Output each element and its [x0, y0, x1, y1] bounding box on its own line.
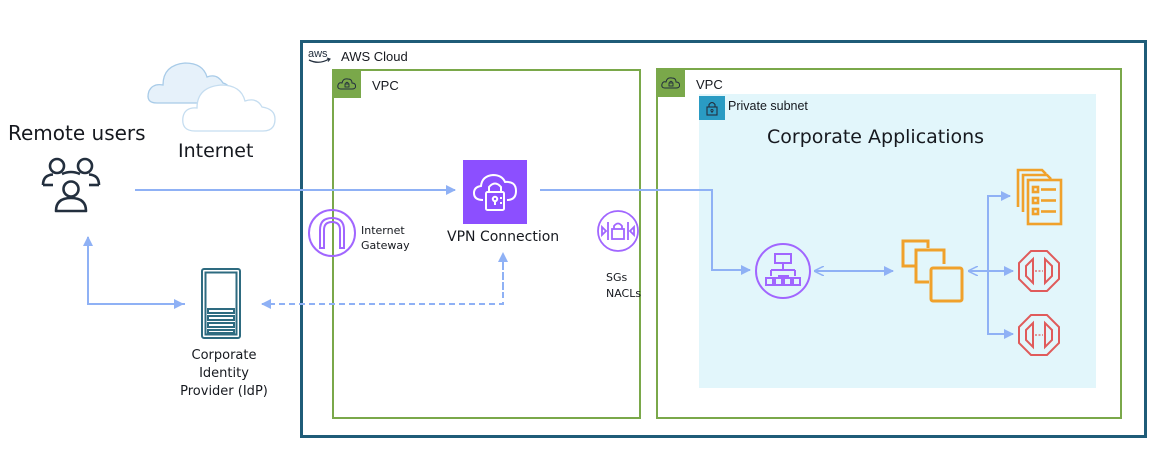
internet-gateway-label-line: Gateway — [361, 239, 410, 252]
arrow-to-endpoint-2 — [987, 271, 1014, 339]
arrow-vpn-to-loadbalancer — [540, 189, 751, 275]
ec2-instances-icon — [899, 238, 965, 308]
endpoint-octagon-icon — [1017, 249, 1061, 297]
vpn-connection-label: VPN Connection — [447, 229, 560, 245]
aws-logo-text: aws — [308, 48, 328, 60]
users-icon — [40, 155, 102, 219]
sg-label-line: NACLs — [606, 287, 642, 300]
internet-label: Internet — [178, 140, 254, 162]
idp-label-line: Corporate — [191, 348, 257, 363]
subnet-lock-icon — [699, 96, 725, 120]
vpn-connection-icon[interactable] — [463, 160, 527, 224]
idp-label-line: Provider (IdP) — [180, 384, 268, 399]
vpc-right-label: VPC — [696, 77, 723, 92]
arrow-to-documents — [987, 191, 1011, 271]
internet-gateway-label-line: Internet — [361, 224, 405, 237]
load-balancer-icon — [754, 242, 812, 304]
corporate-applications-title: Corporate Applications — [767, 126, 985, 148]
aws-cloud-label: AWS Cloud — [341, 49, 408, 64]
vpc-left-label: VPC — [372, 78, 399, 93]
idp-label: Corporate Identity Provider (IdP) — [168, 347, 280, 401]
internet-clouds-icon — [145, 55, 280, 139]
sg-label-line: SGs — [606, 271, 628, 284]
arrow-vpn-idp-dashed — [261, 262, 504, 309]
aws-cloud-container — [300, 40, 1147, 438]
idp-label-line: Identity — [199, 366, 249, 381]
vpc-right-cloud-icon — [657, 69, 685, 97]
sg-nacl-label: SGs NACLs — [606, 270, 641, 302]
arrow-idp-users — [83, 236, 185, 305]
remote-users-label: Remote users — [8, 121, 146, 145]
vpc-left-cloud-icon — [333, 70, 361, 98]
endpoint-octagon-icon — [1017, 313, 1061, 361]
vpc-right-container — [656, 68, 1122, 419]
internet-gateway-icon — [307, 208, 357, 262]
documents-icon — [1014, 167, 1064, 231]
internet-gateway-label: Internet Gateway — [361, 223, 410, 253]
aws-logo-icon: aws — [307, 46, 333, 70]
vpc-left-container — [332, 69, 641, 419]
security-groups-icon — [596, 209, 640, 257]
private-subnet — [699, 94, 1096, 388]
idp-server-icon — [200, 268, 242, 344]
private-subnet-label: Private subnet — [728, 99, 808, 113]
